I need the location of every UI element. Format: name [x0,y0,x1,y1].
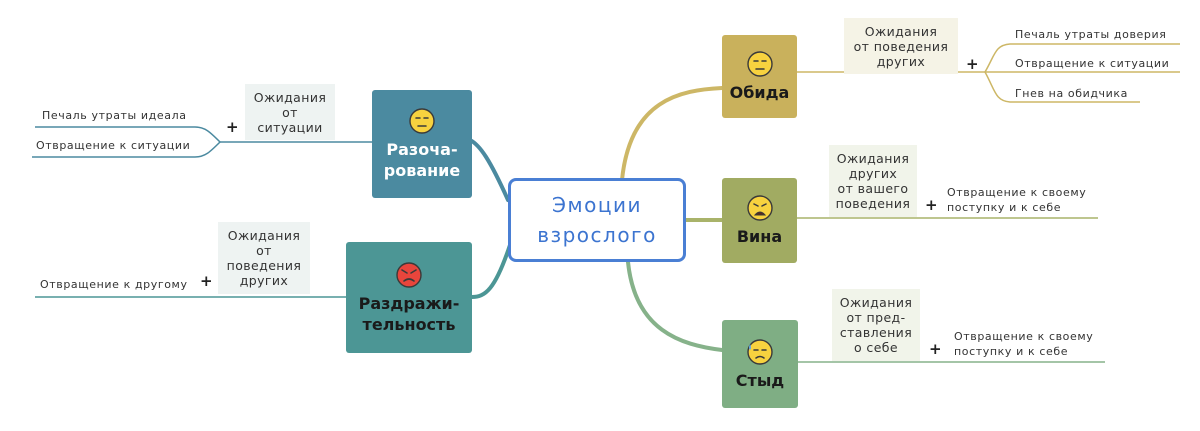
node-obida[interactable]: Обида [722,35,797,118]
angry-face-icon [396,261,422,288]
connector-obida-leaf-1 [984,43,1180,73]
plus-sign-styd: + [929,340,942,358]
sweat-face-icon [747,338,773,365]
leaf-vina-1: Отвращение к своему поступку и к себе [947,186,1087,214]
leaf-razdrazhitelnost-1: Отвращение к другому [40,278,188,291]
node-razdrazhitelnost-label: Раздражи- тельность [358,293,460,334]
central-node[interactable]: Эмоции взрослого [508,178,686,262]
connector-central-razocharovanie [468,138,510,202]
expectation-styd: Ожидания от пред- ставления о себе [832,289,920,361]
leaf-razocharovanie-2: Отвращение к ситуации [36,139,191,152]
connector-central-obida [620,86,724,182]
node-styd-label: Стыд [735,370,785,390]
expectation-obida: Ожидания от поведения других [844,18,958,74]
unamused-face-icon [409,108,435,134]
node-razocharovanie-label: Разоча- рование [383,140,461,180]
leaf-obida-1: Печаль утраты доверия [1015,28,1167,41]
plus-sign-razdrazhitelnost: + [200,272,213,290]
expectation-razdrazhitelnost: Ожидания от поведения других [218,222,310,294]
connector-razocharovanie-leaf-2 [32,141,221,158]
node-obida-label: Обида [729,83,790,102]
plus-sign-obida: + [966,55,979,73]
connector-razocharovanie-leaf-1 [35,126,221,143]
node-vina-label: Вина [736,227,783,246]
plus-sign-vina: + [925,196,938,214]
leaf-obida-3: Гнев на обидчика [1015,87,1128,100]
expectation-razocharovanie: Ожидания от ситуации [245,84,335,140]
connector-obida-leaf-3 [984,71,1140,103]
node-vina[interactable]: Вина [722,178,797,263]
leaf-razocharovanie-1: Печаль утраты идеала [42,109,187,122]
node-styd[interactable]: Стыд [722,320,798,408]
node-razocharovanie[interactable]: Разоча- рование [372,90,472,198]
unamused-face-icon [746,51,773,77]
connector-central-razdrazhitelnost [470,243,512,299]
plus-sign-razocharovanie: + [226,118,239,136]
weary-face-icon [746,195,773,221]
connector-central-styd [626,260,724,352]
expectation-vina: Ожидания других от вашего поведения [829,145,917,217]
leaf-styd-1: Отвращение к своему поступку и к себе [954,330,1094,358]
node-razdrazhitelnost[interactable]: Раздражи- тельность [346,242,472,353]
leaf-obida-2: Отвращение к ситуации [1015,57,1170,70]
